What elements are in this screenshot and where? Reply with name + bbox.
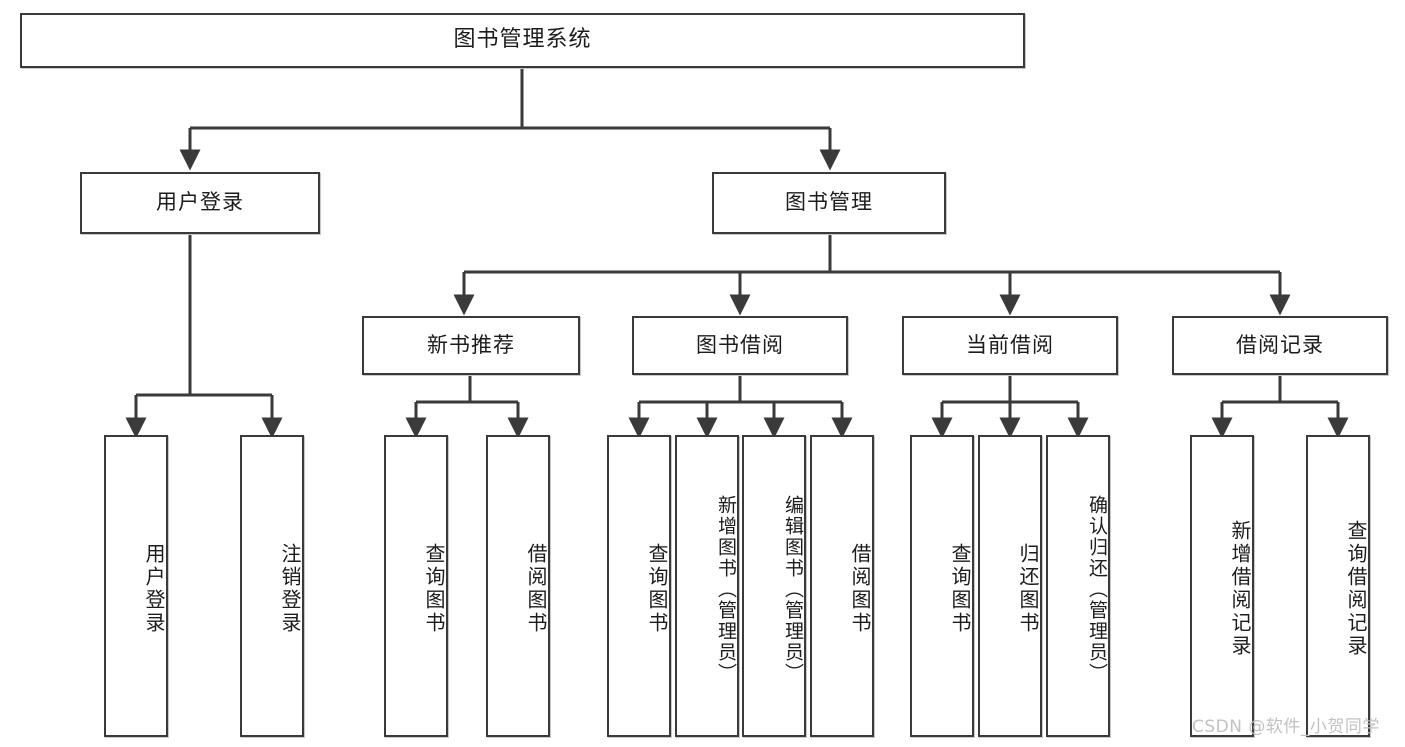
node-new-book-recommend[interactable]: 新书推荐	[362, 316, 580, 375]
leaf-new-book-query[interactable]: 查询图书	[384, 435, 448, 737]
leaf-current-borrow-return[interactable]: 归还图书	[978, 435, 1042, 737]
node-user-login[interactable]: 用户登录	[80, 172, 320, 234]
leaf-user-login-logout[interactable]: 注销登录	[240, 435, 304, 737]
leaf-current-borrow-confirm-return[interactable]: 确认归还（管理员）	[1046, 435, 1110, 737]
leaf-book-borrow-borrow[interactable]: 借阅图书	[810, 435, 874, 737]
node-borrow-record[interactable]: 借阅记录	[1172, 316, 1388, 375]
csdn-watermark: CSDN @软件_小贺同学	[1192, 717, 1380, 737]
leaf-book-borrow-query[interactable]: 查询图书	[607, 435, 671, 737]
leaf-borrow-record-add[interactable]: 新增借阅记录	[1190, 435, 1254, 737]
leaf-book-borrow-add[interactable]: 新增图书（管理员）	[675, 435, 739, 737]
node-current-borrow[interactable]: 当前借阅	[902, 316, 1118, 375]
leaf-borrow-record-query[interactable]: 查询借阅记录	[1306, 435, 1370, 737]
leaf-user-login-login[interactable]: 用户登录	[104, 435, 168, 737]
leaf-book-borrow-edit[interactable]: 编辑图书（管理员）	[742, 435, 806, 737]
node-book-borrow[interactable]: 图书借阅	[632, 316, 848, 375]
leaf-current-borrow-query[interactable]: 查询图书	[910, 435, 974, 737]
node-book-management[interactable]: 图书管理	[712, 172, 946, 234]
node-root-system[interactable]: 图书管理系统	[20, 13, 1025, 68]
leaf-new-book-borrow[interactable]: 借阅图书	[486, 435, 550, 737]
